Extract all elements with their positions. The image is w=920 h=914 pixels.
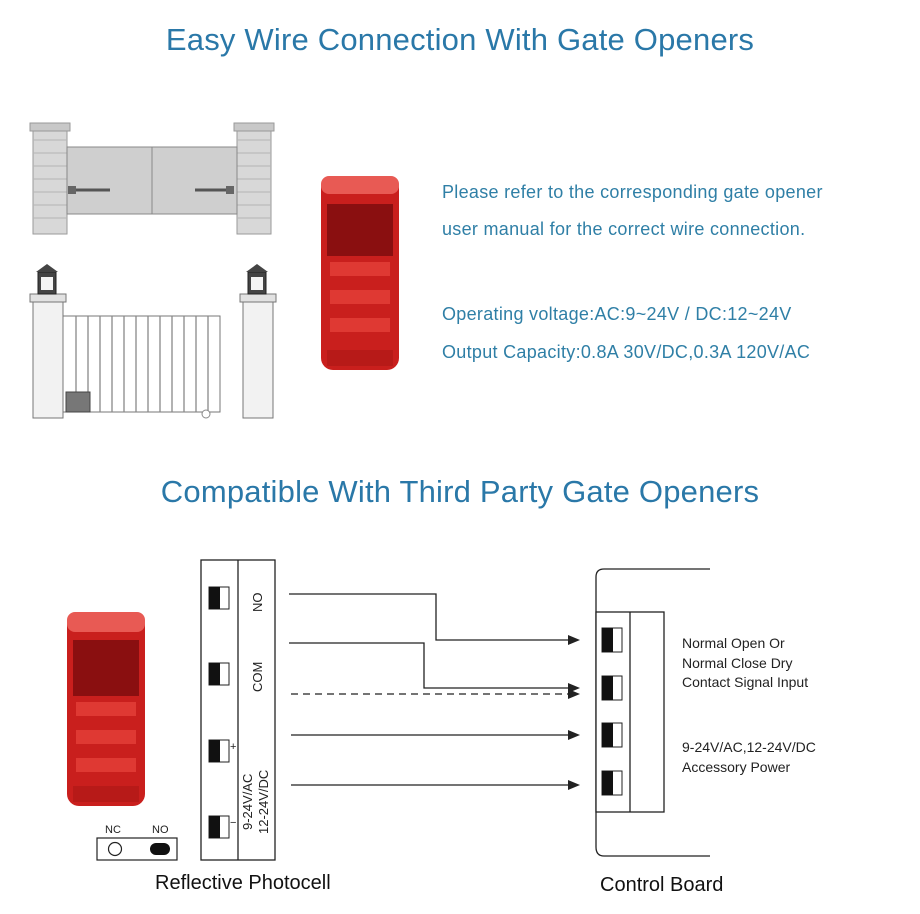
- spec-voltage: Operating voltage:AC:9~24V / DC:12~24V: [442, 304, 792, 324]
- board-label-accessory-power: 9-24V/AC,12-24V/DC Accessory Power: [682, 738, 816, 777]
- control-board: [595, 568, 710, 857]
- terminal-label-no: NO: [250, 593, 265, 613]
- caption-photocell: Reflective Photocell: [155, 872, 331, 894]
- photocell-device-image-2: [67, 612, 145, 806]
- terminal-label-com: COM: [250, 662, 265, 692]
- caption-control-board: Control Board: [600, 874, 724, 896]
- nc-no-switch: NC NO: [96, 824, 178, 861]
- switch-label-nc: NC: [105, 824, 121, 836]
- photocell-device-image: [321, 176, 399, 370]
- note-line-2: user manual for the correct wire connect…: [442, 219, 806, 239]
- section2-title: Compatible With Third Party Gate Openers: [160, 474, 760, 509]
- svg-text:−: −: [230, 817, 236, 829]
- board-label-line: Normal Close Dry: [682, 654, 793, 671]
- svg-text:+: +: [230, 741, 236, 753]
- switch-label-no: NO: [152, 824, 169, 836]
- note-line-1: Please refer to the corresponding gate o…: [442, 182, 823, 202]
- board-label-signal-input: Normal Open Or Normal Close Dry Contact …: [682, 634, 808, 693]
- spec-capacity: Output Capacity:0.8A 30V/DC,0.3A 120V/AC: [442, 342, 811, 362]
- board-label-line: Contact Signal Input: [682, 674, 809, 690]
- swing-gate-illustration: [29, 122, 275, 235]
- terminal-label-dc: 12-24V/DC: [256, 770, 271, 834]
- board-label-line: 9-24V/AC,12-24V/DC: [682, 739, 816, 755]
- wire-arrows: [568, 635, 580, 790]
- terminal-label-ac: 9-24V/AC: [240, 774, 255, 830]
- board-label-line: Accessory Power: [682, 758, 791, 775]
- sliding-gate-illustration: [29, 264, 277, 419]
- wiring-lines: [289, 593, 570, 786]
- board-label-line: Normal Open Or: [682, 635, 785, 651]
- section1-title: Easy Wire Connection With Gate Openers: [165, 22, 755, 57]
- photocell-terminal-block: + − NO COM 9-24V/AC 12-24V/DC: [200, 559, 276, 861]
